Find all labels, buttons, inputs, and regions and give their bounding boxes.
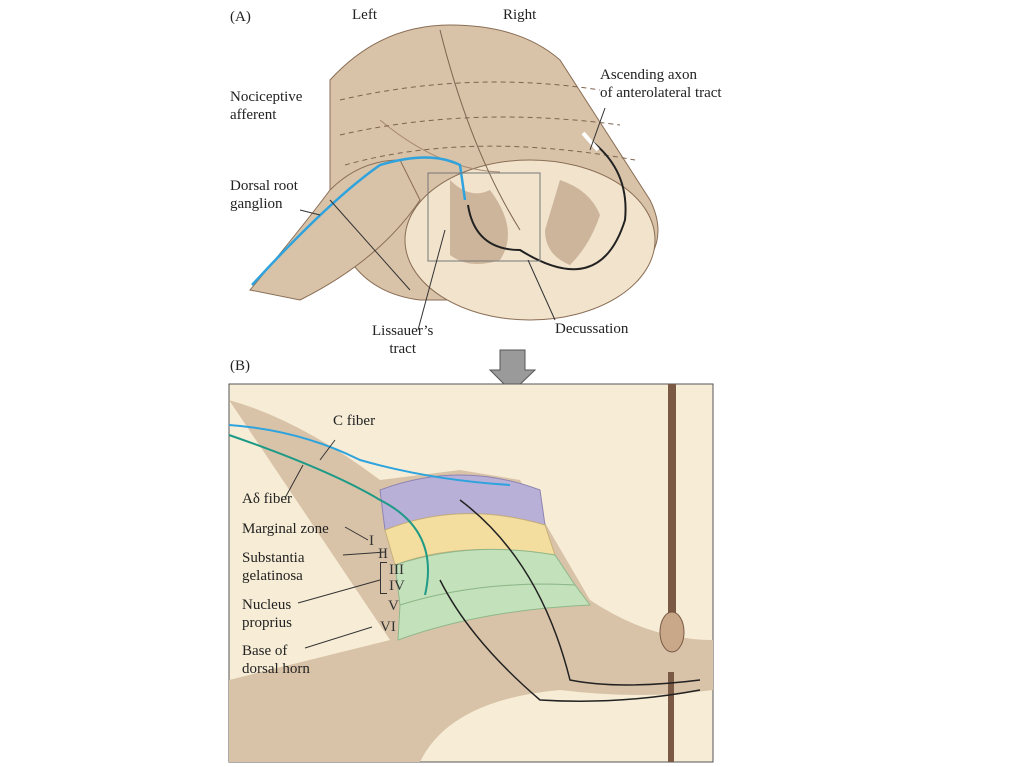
lamina-vi: VI bbox=[380, 619, 396, 635]
left-label: Left bbox=[352, 7, 377, 23]
lissauer-line2: tract bbox=[389, 341, 417, 357]
lamina-iv: IV bbox=[389, 578, 405, 594]
dorsal-root-ganglion-label: Dorsal root ganglion bbox=[230, 177, 298, 213]
nucleus-line1: Nucleus bbox=[242, 597, 292, 613]
drg-line1: Dorsal root bbox=[230, 178, 298, 194]
panel-a-illustration bbox=[249, 24, 659, 393]
nucleus-line2: proprius bbox=[242, 615, 292, 631]
ascending-axon-label: Ascending axon of anterolateral tract bbox=[600, 66, 722, 102]
lissauers-tract-label: Lissauer’s tract bbox=[372, 322, 433, 358]
panel-a-tag: (A) bbox=[230, 9, 251, 25]
subst-line2: gelatinosa bbox=[242, 568, 303, 584]
decussation-label: Decussation bbox=[555, 321, 629, 337]
nucleus-proprius-label: Nucleus proprius bbox=[242, 596, 292, 632]
ascending-axon-line1: Ascending axon bbox=[600, 67, 698, 83]
base-line2: dorsal horn bbox=[242, 661, 310, 677]
ascending-axon-line2: of anterolateral tract bbox=[600, 85, 722, 101]
substantia-gelatinosa-label: Substantia gelatinosa bbox=[242, 549, 305, 585]
panel-b-illustration bbox=[228, 383, 714, 763]
base-line1: Base of bbox=[242, 643, 288, 659]
laminae-bracket bbox=[380, 562, 387, 594]
right-label: Right bbox=[503, 7, 537, 23]
lamina-v: V bbox=[388, 598, 399, 614]
nociceptive-afferent-label: Nociceptive afferent bbox=[230, 88, 302, 124]
nociceptive-line2: afferent bbox=[230, 107, 277, 123]
ad-fiber-label: Aδ fiber bbox=[242, 491, 292, 507]
drg-line2: ganglion bbox=[230, 196, 283, 212]
panel-b-tag: (B) bbox=[230, 358, 250, 374]
c-fiber-label: C fiber bbox=[333, 413, 376, 429]
nociceptive-line1: Nociceptive bbox=[230, 89, 303, 105]
lamina-ii: II bbox=[378, 546, 388, 562]
lamina-i: I bbox=[369, 533, 374, 549]
subst-line1: Substantia bbox=[242, 550, 305, 566]
base-dorsal-horn-label: Base of dorsal horn bbox=[242, 642, 310, 678]
lissauer-line1: Lissauer’s bbox=[372, 323, 434, 339]
marginal-zone-label: Marginal zone bbox=[242, 521, 329, 537]
lamina-iii: III bbox=[389, 562, 404, 578]
